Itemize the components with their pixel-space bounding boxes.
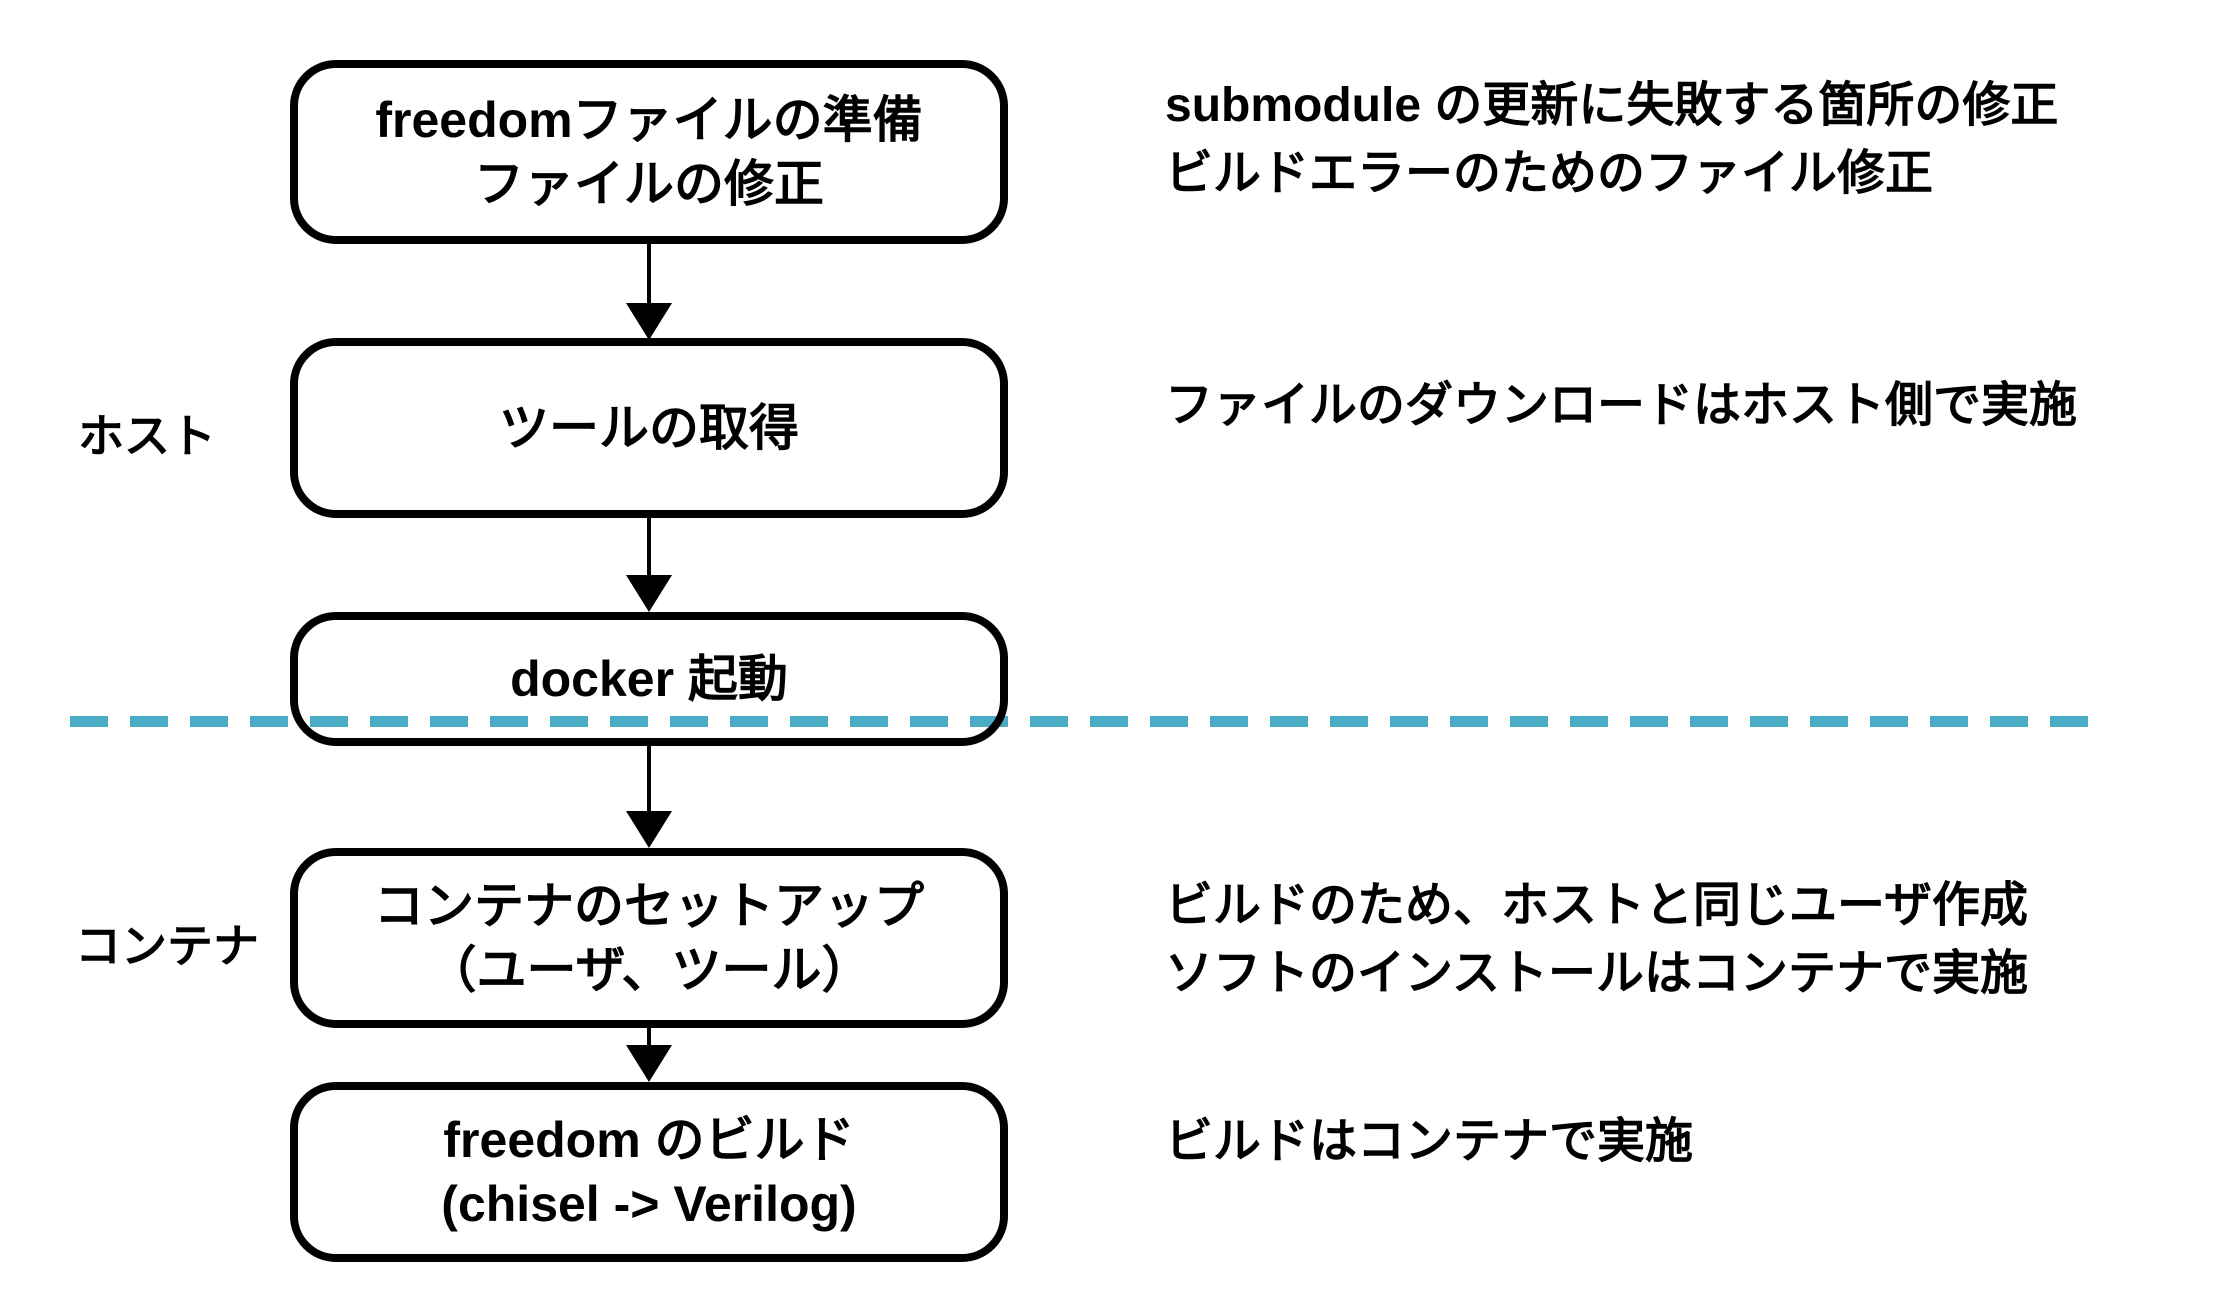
arrow-shaft	[647, 518, 651, 578]
flow-box-container-setup: コンテナのセットアップ （ユーザ、ツール）	[290, 848, 1008, 1028]
down-arrow-icon	[626, 1028, 672, 1082]
arrow-shaft	[647, 1028, 651, 1048]
down-arrow-icon	[626, 518, 672, 612]
lane-label-container: コンテナ	[75, 920, 259, 972]
down-arrow-icon	[626, 244, 672, 340]
lane-divider-dashed-line	[70, 716, 2090, 727]
arrow-head	[626, 575, 672, 612]
lane-label-host: ホスト	[78, 410, 216, 462]
annotation-freedom-build: ビルドはコンテナで実施	[1165, 1108, 1693, 1176]
flow-box-freedom-prep: freedomファイルの準備 ファイルの修正	[290, 60, 1008, 244]
flow-box-line: freedom のビルド	[443, 1112, 855, 1168]
flow-box-line: （ユーザ、ツール）	[426, 942, 872, 998]
arrow-head	[626, 303, 672, 340]
arrow-shaft	[647, 244, 651, 306]
flow-box-line: ファイルの修正	[474, 156, 824, 212]
annotation-container-setup: ビルドのため、ホストと同じユーザ作成 ソフトのインストールはコンテナで実施	[1165, 872, 2028, 1008]
flow-box-line: コンテナのセットアップ	[374, 878, 924, 934]
flow-box-line: (chisel -> Verilog)	[441, 1176, 857, 1232]
annotation-line: submodule の更新に失敗する箇所の修正	[1165, 79, 2059, 132]
annotation-freedom-prep: submodule の更新に失敗する箇所の修正 ビルドエラーのためのファイル修正	[1165, 72, 2058, 208]
down-arrow-icon	[626, 746, 672, 848]
annotation-line: ビルドのため、ホストと同じユーザ作成	[1165, 879, 2029, 932]
annotation-line: ビルドエラーのためのファイル修正	[1165, 147, 1934, 200]
flow-box-line: freedomファイルの準備	[375, 92, 923, 148]
flow-box-tool-acquire: ツールの取得	[290, 338, 1008, 518]
annotation-line: ファイルのダウンロードはホスト側で実施	[1165, 379, 2078, 432]
flow-box-line: docker 起動	[510, 651, 788, 707]
annotation-tool-acquire: ファイルのダウンロードはホスト側で実施	[1165, 372, 2077, 440]
flow-box-freedom-build: freedom のビルド (chisel -> Verilog)	[290, 1082, 1008, 1262]
flow-box-line: ツールの取得	[499, 400, 799, 456]
flow-box-docker-start: docker 起動	[290, 612, 1008, 746]
arrow-head	[626, 811, 672, 848]
arrow-head	[626, 1045, 672, 1082]
annotation-line: ソフトのインストールはコンテナで実施	[1165, 947, 2029, 1000]
annotation-line: ビルドはコンテナで実施	[1165, 1115, 1694, 1168]
arrow-shaft	[647, 746, 651, 814]
